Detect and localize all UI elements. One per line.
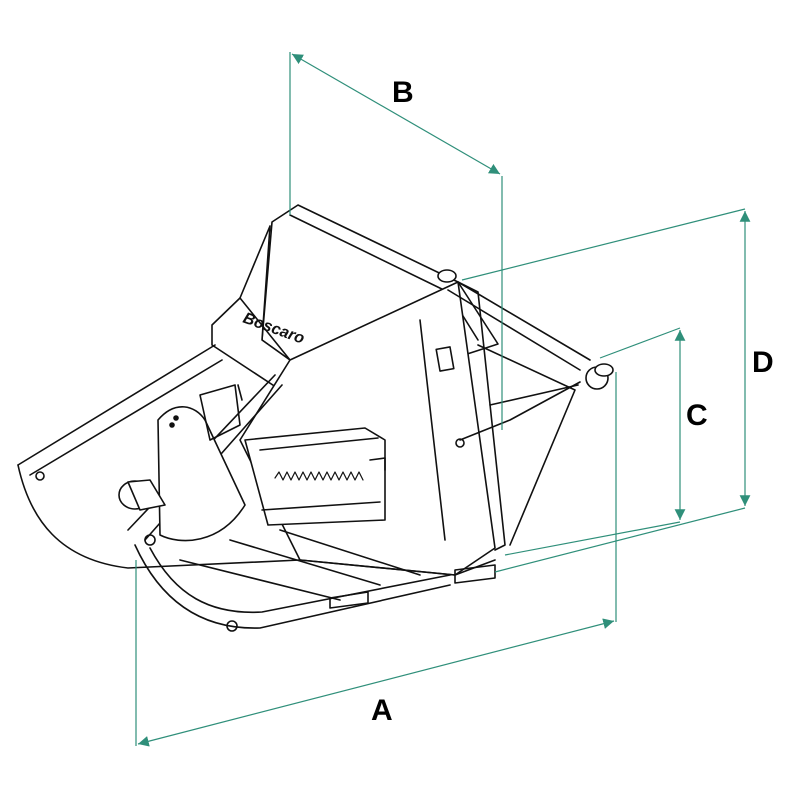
lever-bracket <box>199 384 243 441</box>
right-frame-lower <box>477 344 579 546</box>
d-ext-top <box>461 208 746 281</box>
c-ext-bottom <box>504 521 681 556</box>
rocker-hole-front <box>144 534 156 546</box>
body-bolt <box>455 438 465 448</box>
rocker-base-inner <box>149 547 451 614</box>
dimension-lines <box>135 52 751 747</box>
right-frame-upper <box>447 281 591 371</box>
b-dimension-line <box>291 53 501 175</box>
left-arm-outer <box>17 344 223 476</box>
rocker-curve <box>17 464 301 569</box>
label-a: A <box>371 694 393 727</box>
inner-frame <box>244 427 386 526</box>
spring <box>274 471 364 481</box>
d-ext-bottom <box>494 507 746 573</box>
lifting-eye-top <box>437 269 457 283</box>
bucket-drawing <box>17 204 614 632</box>
label-c: C <box>686 399 708 432</box>
label-d: D <box>752 346 774 379</box>
body-edge-inner <box>419 319 446 541</box>
inner-frame-rails <box>259 437 381 511</box>
a-dimension-line <box>137 618 615 747</box>
hopper-ridge <box>239 297 291 361</box>
lifting-eye-right-hook <box>594 363 614 377</box>
body-window <box>435 346 455 372</box>
c-ext-top <box>599 327 681 359</box>
base-crossbars <box>179 529 421 601</box>
cone-bolt <box>169 422 175 428</box>
label-b: B <box>392 76 414 109</box>
base-skid <box>329 564 496 609</box>
right-arm-brace <box>459 381 581 441</box>
discharge-cone <box>157 406 246 542</box>
rocker-hole-left <box>35 471 45 481</box>
cone-bolt-2 <box>173 415 179 421</box>
spring-hook <box>369 457 386 471</box>
discharge-pipe-body <box>127 479 166 511</box>
